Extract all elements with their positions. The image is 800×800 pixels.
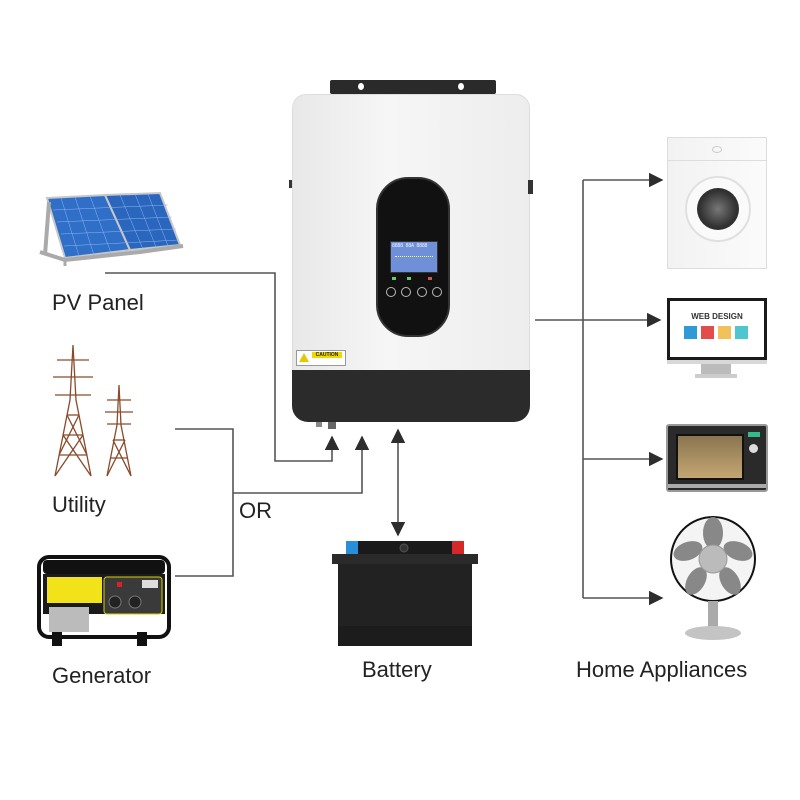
caution-label: CAUTION (296, 350, 346, 366)
generator-icon (37, 555, 171, 646)
lcd-text: 8888 88A 8888 (392, 243, 428, 249)
control-panel: 8888 88A 8888 (376, 177, 450, 337)
pv-wire (105, 272, 340, 462)
negative-terminal (346, 541, 358, 555)
solar-panel-icon (39, 191, 184, 266)
up-button[interactable] (401, 287, 412, 297)
cable-gland (328, 422, 336, 429)
ac-input-wire (233, 435, 370, 494)
esc-button[interactable] (386, 287, 396, 297)
lcd-display: 8888 88A 8888 (390, 241, 438, 273)
utility-label: Utility (52, 492, 106, 517)
microwave-image (666, 424, 768, 492)
battery-image (330, 538, 480, 648)
home-appliances-label: Home Appliances (576, 657, 748, 682)
down-button[interactable] (416, 287, 427, 297)
monitor-screen: WEB DESIGN (667, 298, 767, 363)
inverter: 8888 88A 8888 CAUTION (289, 80, 533, 430)
enter-button[interactable] (431, 287, 442, 297)
utility-wire (175, 428, 234, 577)
battery-label: Battery (362, 657, 432, 682)
utility-image (45, 340, 145, 480)
warning-icon (299, 353, 309, 362)
power-tower-icon (53, 344, 133, 477)
desk-fan-image (668, 515, 758, 645)
battery-icon (332, 541, 478, 646)
computer-monitor-image: WEB DESIGN (667, 298, 767, 380)
washer-door-icon (685, 176, 751, 242)
pv-panel-label: PV Panel (52, 290, 144, 315)
positive-terminal (452, 541, 464, 555)
washing-machine-image (667, 137, 767, 269)
pv-panel-image (35, 190, 185, 270)
mounting-bracket (330, 80, 496, 94)
generator-label: Generator (52, 663, 152, 688)
generator-image (37, 552, 172, 652)
cable-gland (316, 422, 322, 427)
fan-icon (670, 516, 756, 640)
or-label: OR (239, 498, 272, 523)
microwave-window (676, 434, 744, 480)
status-leds (390, 277, 436, 281)
inverter-base (292, 370, 530, 422)
